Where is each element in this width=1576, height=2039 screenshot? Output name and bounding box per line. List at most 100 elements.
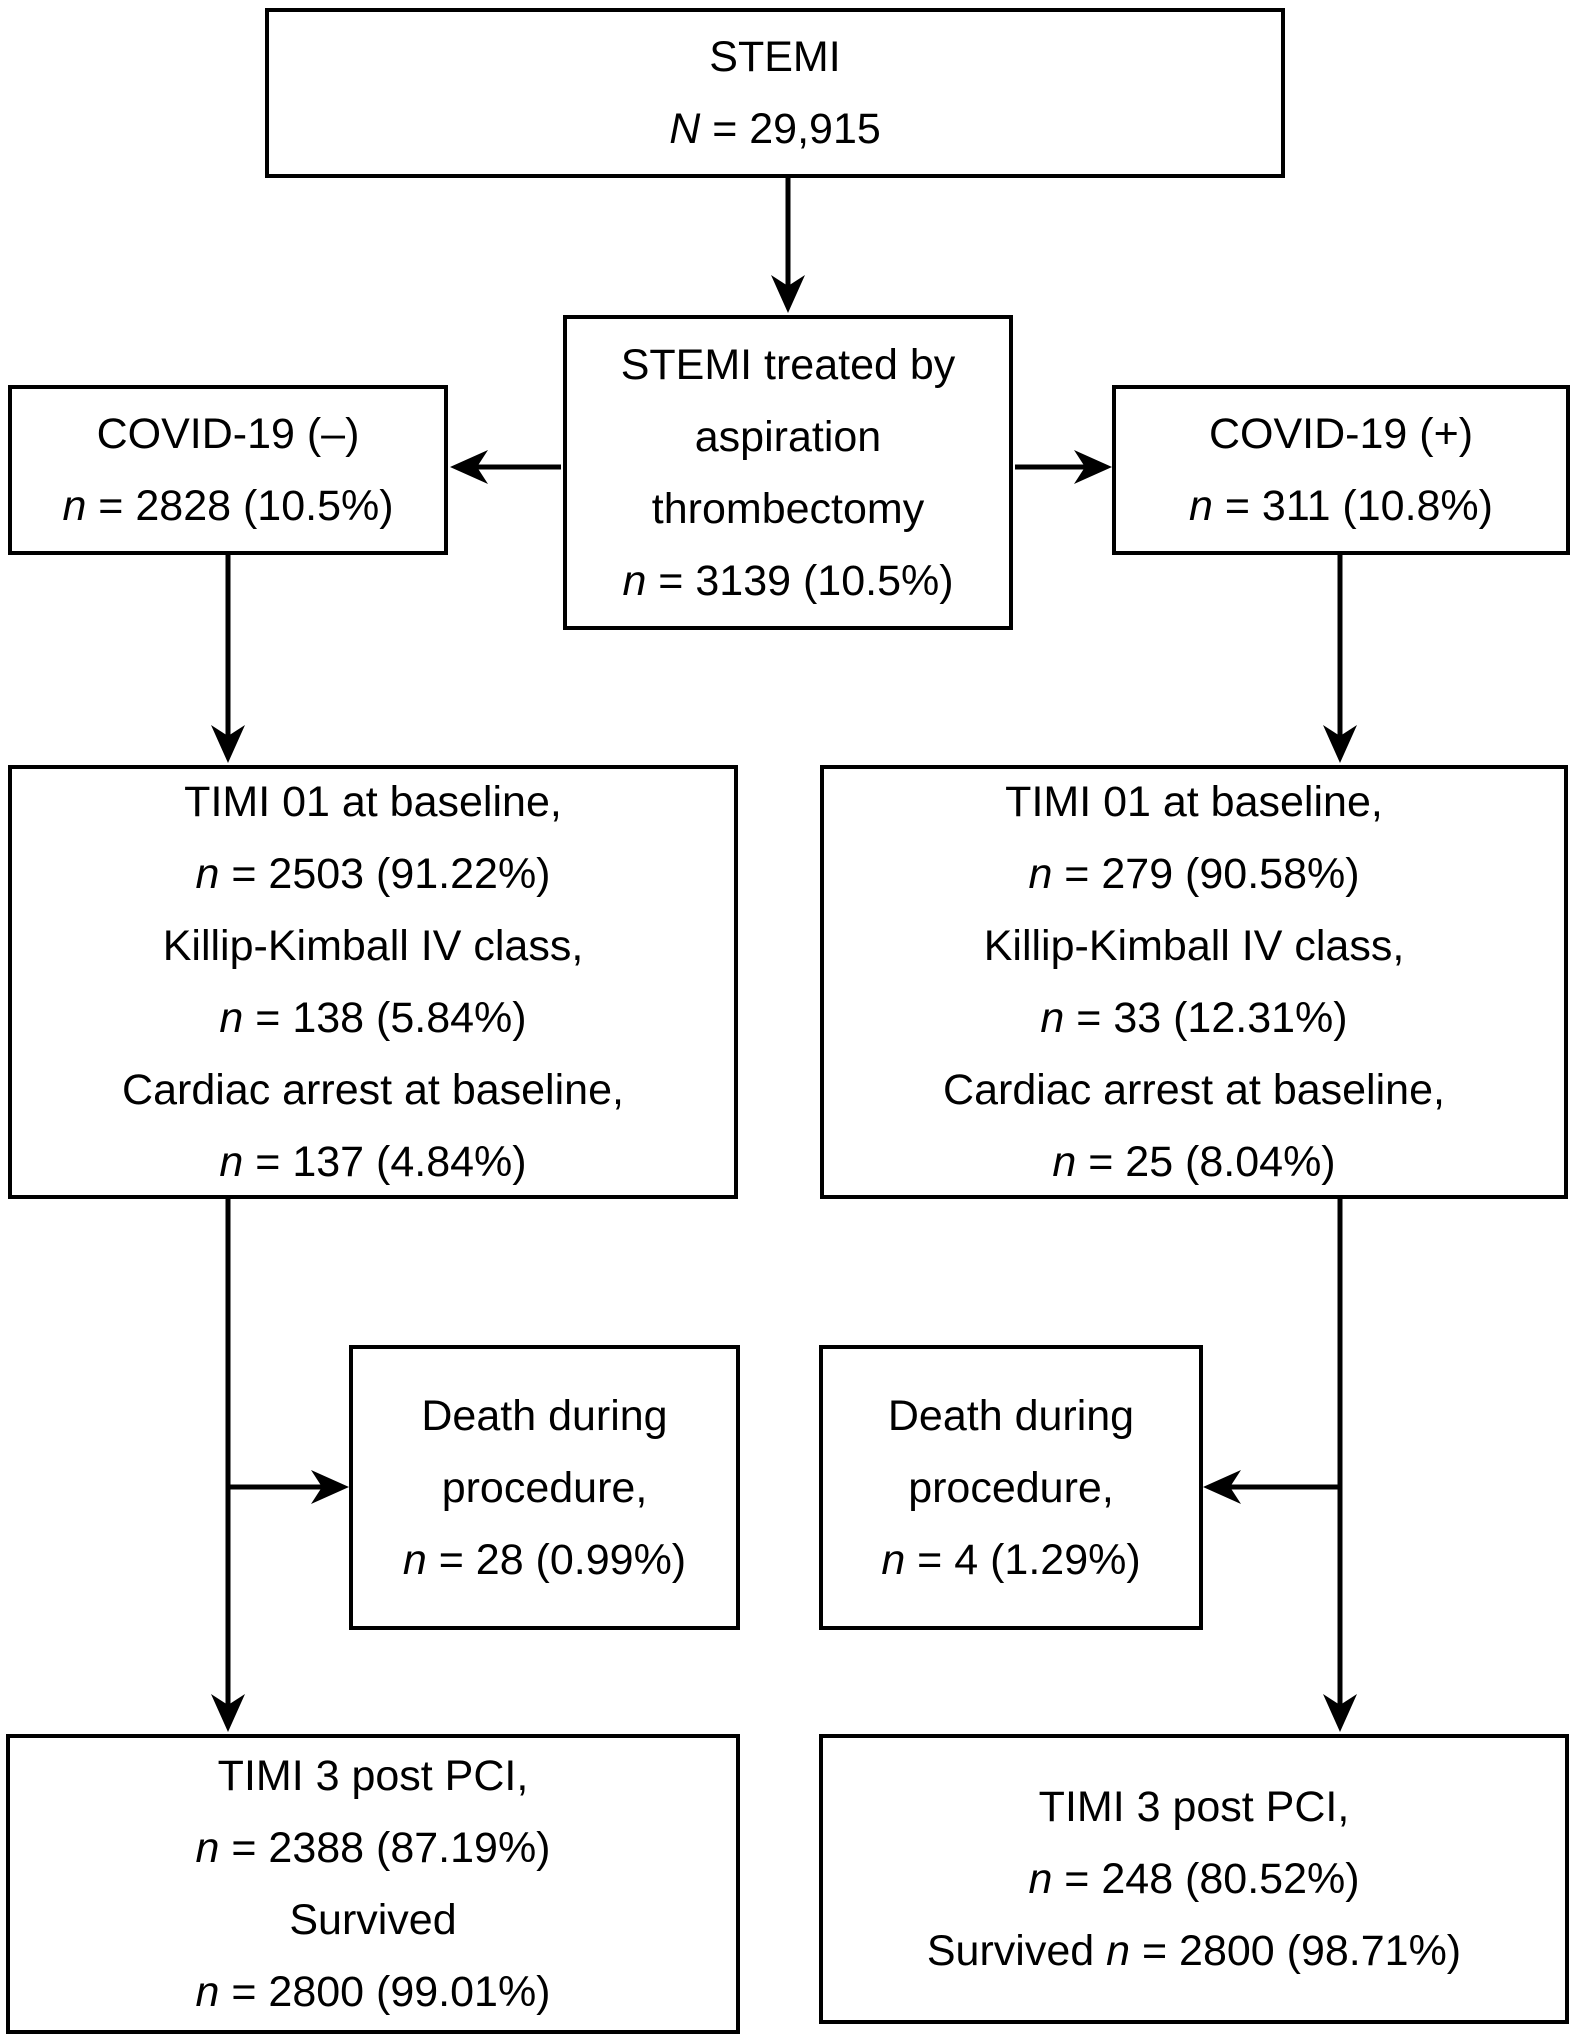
italic-variable: n: [219, 1138, 244, 1186]
text-line: Killip-Kimball IV class,: [163, 910, 584, 982]
text-segment: TIMI 01 at baseline,: [1005, 778, 1383, 826]
text-segment: = 137 (4.84%): [243, 1138, 527, 1186]
italic-variable: n: [1106, 1927, 1131, 1975]
arrow-treated-to-covid-neg: [450, 450, 561, 484]
text-segment: = 2828 (10.5%): [86, 482, 394, 530]
italic-variable: n: [1040, 994, 1065, 1042]
text-segment: TIMI 01 at baseline,: [184, 778, 562, 826]
text-segment: = 248 (80.52%): [1052, 1855, 1360, 1903]
outcome-covid-negative-box: TIMI 3 post PCI, n = 2388 (87.19%) Survive…: [6, 1734, 740, 2034]
arrowhead-down-icon: [211, 725, 245, 763]
italic-variable: n: [402, 1535, 427, 1584]
text-segment: TIMI 3 post PCI,: [217, 1752, 529, 1800]
text-segment: aspiration: [694, 412, 882, 461]
text-segment: Cardiac arrest at baseline,: [943, 1066, 1445, 1114]
text-line: n = 4 (1.29%): [881, 1524, 1140, 1596]
italic-variable: n: [1028, 1855, 1053, 1903]
text-segment: = 138 (5.84%): [243, 994, 527, 1042]
death-during-procedure-positive-box: Death during procedure,n = 4 (1.29%): [819, 1345, 1203, 1630]
text-line: TIMI 3 post PCI,: [1039, 1771, 1350, 1843]
text-segment: = 311 (10.8%): [1212, 482, 1493, 530]
text-line: TIMI 3 post PCI,: [218, 1740, 529, 1812]
text-line: TIMI 01 at baseline,: [1005, 766, 1383, 838]
arrow-treated-to-covid-pos: [1015, 450, 1112, 484]
text-line: TIMI 01 at baseline,: [184, 766, 562, 838]
arrowhead-down-icon: [1323, 725, 1357, 763]
text-segment: = 2800 (98.71%): [1130, 1927, 1462, 1975]
outcome-covid-positive-box: TIMI 3 post PCI,n = 248 (80.52%)Survived…: [819, 1734, 1569, 2024]
text-line: n = 3139 (10.5%): [622, 545, 953, 617]
italic-variable: n: [219, 994, 244, 1042]
arrowhead-left-icon: [450, 450, 488, 484]
text-line: n = 138 (5.84%): [219, 982, 526, 1054]
arrowhead-left-icon: [1203, 1470, 1241, 1504]
text-segment: TIMI 3 post PCI,: [1038, 1783, 1350, 1831]
text-line: n = 248 (80.52%): [1028, 1843, 1359, 1915]
text-line: N = 29,915: [669, 93, 881, 165]
text-line: Death during: [888, 1380, 1134, 1452]
text-segment: Survived: [289, 1896, 457, 1944]
covid-negative-box: COVID-19 (–) n = 2828 (10.5%): [8, 385, 448, 555]
text-segment: Killip-Kimball IV class,: [983, 922, 1405, 970]
text-segment: Survived: [926, 1927, 1107, 1975]
arrowhead-right-icon: [311, 1470, 349, 1504]
text-line: STEMI treated by: [621, 329, 956, 401]
text-line: n = 2388 (87.19%): [195, 1812, 550, 1884]
text-line: STEMI: [709, 21, 840, 93]
text-line: Cardiac arrest at baseline,: [122, 1054, 624, 1126]
text-segment: = 3139 (10.5%): [646, 556, 954, 605]
text-segment: = 2503 (91.22%): [219, 850, 551, 898]
arrowhead-down-icon: [771, 275, 805, 313]
text-segment: STEMI: [709, 33, 841, 81]
text-line: COVID-19 (–): [97, 398, 360, 470]
text-segment: = 279 (90.58%): [1052, 850, 1360, 898]
covid-positive-box: COVID-19 (+) n = 311 (10.8%): [1112, 385, 1570, 555]
text-line: Death during: [421, 1380, 667, 1452]
text-line: Survived n = 2800 (98.71%): [927, 1915, 1461, 1987]
arrow-stemi-to-treated: [771, 176, 805, 313]
text-segment: = 28 (0.99%): [426, 1535, 687, 1584]
arrowhead-down-icon: [1323, 1694, 1357, 1732]
text-segment: Killip-Kimball IV class,: [162, 922, 584, 970]
text-segment: Death during: [421, 1391, 668, 1440]
arrow-branch-to-death-pos: [1203, 1470, 1342, 1504]
text-line: n = 2828 (10.5%): [62, 470, 393, 542]
text-line: n = 2503 (91.22%): [195, 838, 550, 910]
text-line: n = 33 (12.31%): [1040, 982, 1347, 1054]
text-segment: STEMI treated by: [620, 340, 956, 389]
text-line: n = 28 (0.99%): [403, 1524, 686, 1596]
italic-variable: n: [622, 556, 647, 605]
arrow-covid-pos-to-baseline-pos: [1323, 553, 1357, 763]
text-line: n = 25 (8.04%): [1052, 1126, 1335, 1198]
arrow-covid-neg-to-baseline-neg: [211, 553, 245, 763]
arrow-branch-to-death-neg: [226, 1470, 349, 1504]
text-line: n = 279 (90.58%): [1028, 838, 1359, 910]
text-line: procedure,: [908, 1452, 1114, 1524]
italic-variable: n: [195, 1824, 220, 1872]
text-segment: Death during: [887, 1391, 1135, 1440]
death-during-procedure-negative-box: Death during procedure, n = 28 (0.99%): [349, 1345, 740, 1630]
italic-variable: N: [669, 105, 701, 153]
text-segment: COVID-19 (+): [1208, 410, 1474, 458]
text-line: procedure,: [442, 1452, 648, 1524]
italic-variable: n: [195, 850, 220, 898]
text-line: n = 311 (10.8%): [1189, 470, 1493, 542]
italic-variable: n: [881, 1535, 906, 1584]
text-segment: COVID-19 (–): [96, 410, 360, 458]
text-line: Killip-Kimball IV class,: [984, 910, 1405, 982]
italic-variable: n: [1189, 482, 1213, 530]
arrow-baseline-pos-to-final-pos: [1323, 1197, 1357, 1732]
text-segment: procedure,: [441, 1463, 648, 1512]
text-segment: Cardiac arrest at baseline,: [122, 1066, 624, 1114]
italic-variable: n: [195, 1968, 220, 2016]
text-line: n = 2800 (99.01%): [195, 1956, 550, 2028]
text-segment: = 4 (1.29%): [905, 1535, 1141, 1584]
arrowhead-right-icon: [1074, 450, 1112, 484]
baseline-covid-negative-box: TIMI 01 at baseline, n = 2503 (91.22%) Kil…: [8, 765, 738, 1199]
text-segment: = 25 (8.04%): [1076, 1138, 1336, 1186]
arrow-baseline-neg-to-final-neg: [211, 1197, 245, 1732]
text-segment: = 29,915: [700, 105, 881, 153]
